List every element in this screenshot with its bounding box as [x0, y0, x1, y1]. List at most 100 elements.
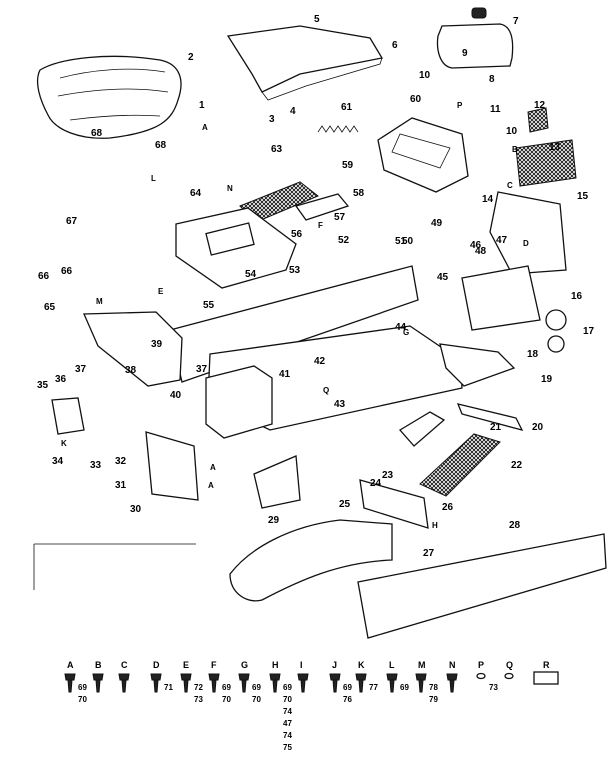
hardware-part-number: 69 [400, 683, 409, 692]
hardware-part-number: 71 [164, 683, 173, 692]
hardware-part-number: 74 [283, 707, 292, 716]
bolt-icon [64, 673, 76, 693]
callout-label: 31 [115, 480, 127, 491]
bolt-icon [386, 673, 398, 693]
callout-label: 17 [583, 326, 595, 337]
callout-label: 56 [291, 229, 303, 240]
callout-label: 20 [532, 422, 544, 433]
callout-label: 39 [151, 339, 163, 350]
callout-label: 45 [437, 272, 449, 283]
callout-label: 18 [527, 349, 539, 360]
bracket-19-part [439, 343, 516, 387]
bolt-icon [446, 673, 458, 693]
bolt-icon [415, 673, 427, 693]
callout-label: 36 [55, 374, 67, 385]
hardware-part-number: 77 [369, 683, 378, 692]
hardware-letter: N [449, 660, 456, 670]
connector-letter: B [512, 145, 518, 154]
connector-letter: N [227, 184, 233, 193]
grille-small-part [527, 107, 549, 133]
callout-label: 10 [506, 126, 518, 137]
bolt-icon [355, 673, 367, 693]
side-panel-29-part [253, 455, 301, 509]
connector-letter: K [61, 439, 67, 448]
callout-label: 40 [170, 390, 182, 401]
callout-label: 41 [279, 369, 291, 380]
bolt-icon [238, 673, 250, 693]
wheel-17-part [545, 309, 567, 331]
hardware-letter: J [332, 660, 337, 670]
callout-label: 32 [115, 456, 127, 467]
callout-label: 59 [342, 160, 354, 171]
callout-label: 3 [269, 114, 275, 125]
hardware-part-number: 74 [283, 731, 292, 740]
connector-letter: E [158, 287, 164, 296]
hardware-part-number: 70 [283, 695, 292, 704]
hardware-part-number: 70 [222, 695, 231, 704]
callout-label: 35 [37, 380, 49, 391]
bracket-34-part [51, 397, 85, 435]
hardware-part-number: 70 [252, 695, 261, 704]
callout-label: 38 [125, 365, 137, 376]
callout-label: 24 [370, 478, 382, 489]
connector-letter: P [457, 101, 463, 110]
callout-label: 61 [341, 102, 353, 113]
hardware-letter: H [272, 660, 279, 670]
callout-label: 54 [245, 269, 257, 280]
hardware-letter: R [543, 660, 550, 670]
hardware-part-number: 72 [194, 683, 203, 692]
bolt-icon [208, 673, 220, 693]
connector-letter: A [208, 481, 214, 490]
hardware-part-number: 47 [283, 719, 292, 728]
hardware-letter: Q [506, 660, 513, 670]
hardware-part-number: 69 [78, 683, 87, 692]
callout-label: 27 [423, 548, 435, 559]
spring-part [317, 125, 359, 133]
callout-label: 51 [395, 236, 407, 247]
side-skirt-part [357, 533, 607, 639]
callout-label: 46 [470, 240, 482, 251]
callout-label: 49 [431, 218, 443, 229]
callout-label: 4 [290, 106, 296, 117]
hardware-part-number: 76 [343, 695, 352, 704]
callout-label: 55 [203, 300, 215, 311]
dash-panel-part [377, 117, 469, 193]
callout-label: 22 [511, 460, 523, 471]
callout-label: 64 [190, 188, 202, 199]
hardware-letter: B [95, 660, 102, 670]
callout-label: 43 [334, 399, 346, 410]
hardware-part-number: 73 [194, 695, 203, 704]
bolt-icon [180, 673, 192, 693]
fuel-tank-part [436, 23, 514, 69]
fender-part [229, 519, 393, 602]
seat-part [36, 55, 182, 139]
hardware-letter: I [300, 660, 303, 670]
callout-label: 29 [268, 515, 280, 526]
steering-bracket-part [489, 191, 567, 275]
hardware-letter: E [183, 660, 189, 670]
hardware-part-number: 69 [222, 683, 231, 692]
bolt-icon [269, 673, 281, 693]
callout-label: 2 [188, 52, 194, 63]
callout-label: 14 [482, 194, 494, 205]
bolt-icon [92, 673, 104, 693]
hardware-letter: F [211, 660, 217, 670]
callout-label: 44 [395, 322, 407, 333]
connector-letter: G [403, 328, 409, 337]
connector-letter: M [96, 297, 103, 306]
callout-label: 67 [66, 216, 78, 227]
side-panel-30-part [145, 431, 199, 501]
hardware-letter: D [153, 660, 160, 670]
bolt-icon [329, 673, 341, 693]
fuel-cap-part [471, 7, 487, 19]
left-frame-part [83, 311, 183, 387]
hardware-letter: M [418, 660, 426, 670]
battery-part [205, 365, 273, 439]
hardware-part-number: 69 [283, 683, 292, 692]
callout-label: 12 [534, 100, 546, 111]
callout-label: 11 [490, 104, 501, 115]
bracket-26-part [359, 479, 429, 529]
callout-label: 15 [577, 191, 589, 202]
